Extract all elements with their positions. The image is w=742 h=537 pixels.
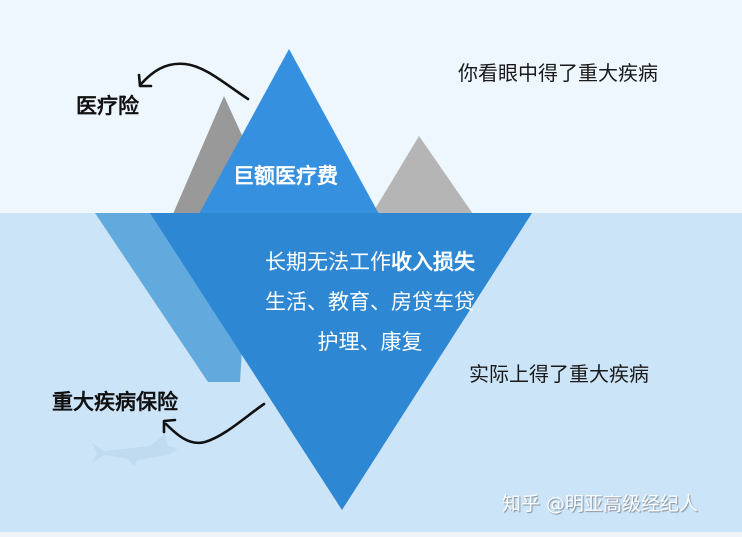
gray-peak-right bbox=[372, 136, 473, 214]
curved-arrow-bottom-icon bbox=[162, 402, 266, 445]
underwater-line-2: 生活、教育、房贷车贷 bbox=[265, 290, 475, 314]
watermark: 知乎 @明亚高级经纪人 bbox=[502, 493, 699, 515]
critical-illness-insurance-label: 重大疾病保险 bbox=[52, 390, 178, 414]
underwater-main bbox=[150, 213, 532, 510]
bottom-strip bbox=[0, 532, 742, 537]
shark-icon bbox=[92, 434, 178, 466]
sky-background bbox=[0, 0, 742, 214]
underwater-line-3: 护理、康复 bbox=[317, 330, 423, 354]
underwater-text-block: 长期无法工作收入损失 生活、教育、房贷车贷 护理、康复 bbox=[200, 252, 540, 372]
medical-insurance-label: 医疗险 bbox=[76, 94, 139, 118]
caption-perceived-illness: 你看眼中得了重大疾病 bbox=[458, 61, 658, 85]
underwater-line-1-normal: 长期无法工作 bbox=[265, 250, 391, 274]
underwater-line-1-bold: 收入损失 bbox=[391, 250, 475, 274]
underwater-line-care-rehab: 护理、康复 bbox=[200, 332, 540, 355]
peak-label-huge-medical-costs: 巨额医疗费 bbox=[233, 164, 338, 188]
underwater-line-income-loss: 长期无法工作收入损失 bbox=[200, 252, 540, 275]
underwater-line-living-costs: 生活、教育、房贷车贷 bbox=[200, 292, 540, 315]
curved-arrow-top-icon bbox=[137, 62, 250, 101]
caption-actual-illness: 实际上得了重大疾病 bbox=[469, 362, 649, 386]
main-peak bbox=[199, 49, 379, 214]
